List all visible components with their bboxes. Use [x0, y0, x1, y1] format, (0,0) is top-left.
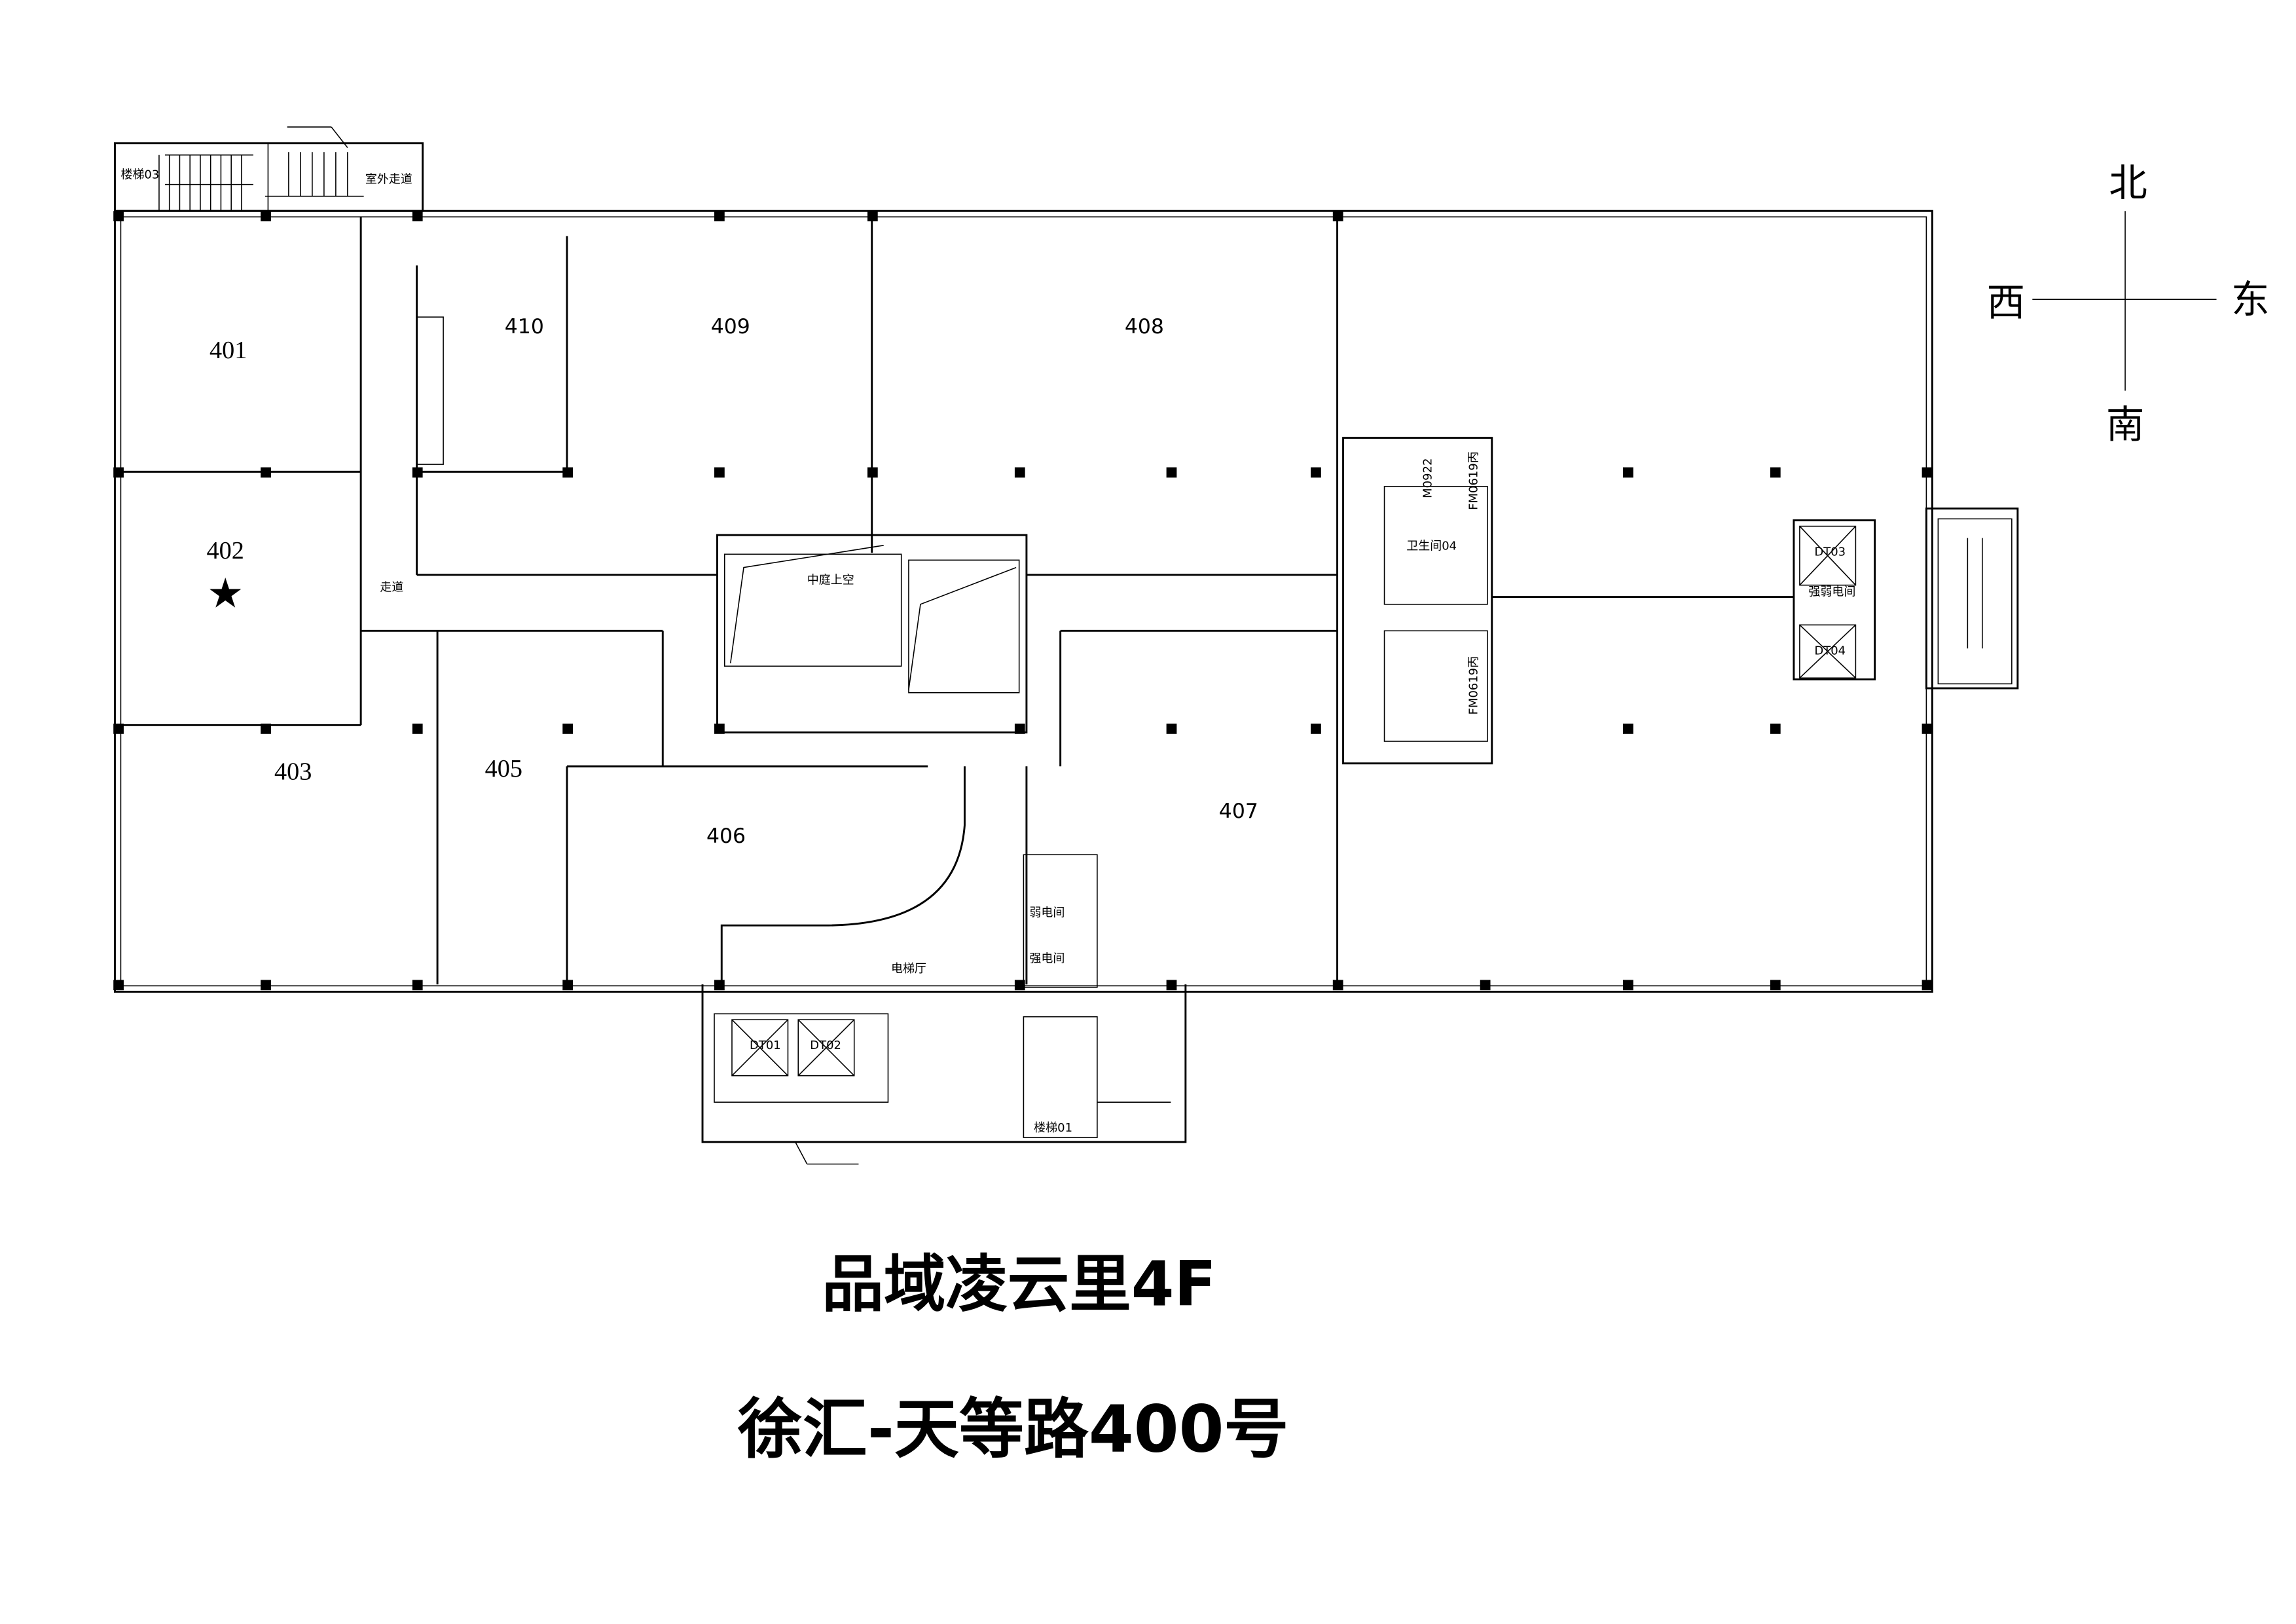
fire-door-label-1: FM0619丙 [1467, 451, 1480, 510]
star-icon: ★ [207, 569, 244, 617]
plan-address: 徐汇-天等路400号 [737, 1392, 1288, 1467]
structural-columns [113, 211, 1933, 991]
compass-south: 南 [2106, 403, 2144, 447]
fire-door-label-2: FM0619丙 [1467, 656, 1480, 715]
elec-room-east-label: 强弱电间 [1808, 585, 1855, 599]
restroom-label: 卫生间04 [1406, 540, 1457, 553]
dt03-label: DT03 [1814, 545, 1846, 559]
room-407[interactable]: 407 [1219, 800, 1258, 823]
room-405[interactable]: 405 [485, 755, 522, 783]
dt04-label: DT04 [1814, 644, 1846, 657]
outdoor-corridor-label: 室外走道 [365, 172, 412, 186]
room-409[interactable]: 409 [711, 315, 750, 339]
stair03-steps [164, 126, 364, 212]
elevator-hall-label: 电梯厅 [891, 962, 926, 976]
door-m0922-label: M0922 [1421, 458, 1435, 498]
compass-west: 西 [1987, 280, 2025, 325]
compass: 北 南 西 东 [1987, 161, 2270, 447]
stair03-label: 楼梯03 [120, 168, 159, 182]
atrium-label: 中庭上空 [807, 573, 854, 587]
room-402[interactable]: 402 [206, 537, 244, 564]
room-408[interactable]: 408 [1125, 315, 1164, 339]
plan-title: 品域凌云里4F [822, 1249, 1216, 1321]
building-walls [114, 126, 2019, 1165]
room-410[interactable]: 410 [505, 315, 544, 339]
room-406[interactable]: 406 [706, 824, 746, 848]
corridor-label: 走道 [380, 581, 403, 595]
stair01-label: 楼梯01 [1034, 1121, 1072, 1135]
weak-elec-label: 弱电间 [1029, 906, 1065, 920]
compass-north: 北 [2109, 161, 2147, 206]
room-401[interactable]: 401 [210, 337, 247, 364]
dt02-label: DT02 [810, 1039, 841, 1052]
strong-elec-label: 强电间 [1029, 951, 1065, 965]
compass-east: 东 [2231, 277, 2269, 322]
room-403[interactable]: 403 [274, 758, 312, 786]
dt01-label: DT01 [750, 1039, 781, 1052]
